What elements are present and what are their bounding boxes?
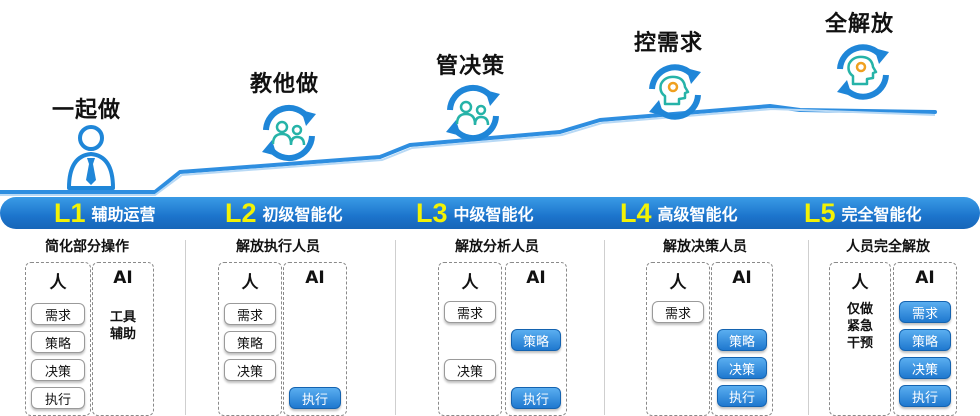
level-name: 初级智能化 bbox=[262, 205, 343, 224]
human-column: 人 需求 策略 决策 bbox=[218, 262, 282, 416]
stage-subtitle: 解放执行人员 bbox=[236, 239, 320, 255]
stage-title: 管决策 bbox=[436, 54, 506, 79]
task-pill: 执行 bbox=[31, 387, 85, 409]
ai-column: AI 策略 决策 执行 bbox=[711, 262, 773, 416]
stage-subtitle: 解放决策人员 bbox=[663, 239, 747, 255]
ai-column: AI 工具 辅助 bbox=[92, 262, 154, 416]
task-pill: 决策 bbox=[717, 357, 767, 379]
level-name: 完全智能化 bbox=[841, 205, 922, 224]
task-pill: 需求 bbox=[31, 303, 85, 325]
level-label: L3 bbox=[416, 197, 448, 228]
stage-subtitle: 简化部分操作 bbox=[45, 239, 129, 255]
cycle-people-icon bbox=[256, 100, 322, 170]
task-pill: 需求 bbox=[899, 301, 951, 323]
column-title: AI bbox=[526, 268, 546, 288]
column-title: AI bbox=[915, 268, 935, 288]
staircase-line bbox=[0, 104, 937, 196]
band-item-l4: L4 高级智能化 bbox=[620, 197, 738, 229]
column-title: AI bbox=[113, 268, 133, 288]
ai-column: AI 执行 bbox=[283, 262, 347, 416]
human-column: 人 需求 bbox=[646, 262, 710, 416]
column-title: AI bbox=[305, 268, 325, 288]
cycle-gear-head-icon bbox=[643, 60, 707, 128]
column-title: 人 bbox=[241, 273, 259, 293]
task-pill: 执行 bbox=[511, 387, 561, 409]
stage-title: 一起做 bbox=[52, 98, 122, 123]
column-title: 人 bbox=[49, 273, 67, 293]
task-pill: 执行 bbox=[289, 387, 341, 409]
cycle-people-icon bbox=[440, 80, 506, 150]
task-pill: 执行 bbox=[717, 385, 767, 407]
ai-column: AI 策略 执行 bbox=[505, 262, 567, 416]
band-item-l3: L3 中级智能化 bbox=[416, 197, 534, 229]
task-pill: 决策 bbox=[224, 359, 276, 381]
human-note: 干预 bbox=[846, 336, 873, 351]
divider bbox=[185, 240, 186, 415]
stage-title: 全解放 bbox=[825, 12, 895, 37]
column-title: 人 bbox=[851, 273, 869, 293]
level-label: L4 bbox=[620, 197, 652, 228]
task-pill: 策略 bbox=[717, 329, 767, 351]
cycle-gear-head-icon bbox=[831, 40, 895, 108]
band-item-l2: L2 初级智能化 bbox=[225, 197, 343, 229]
ai-note: 辅助 bbox=[109, 327, 136, 342]
task-pill: 策略 bbox=[31, 331, 85, 353]
column-title: 人 bbox=[461, 273, 479, 293]
level-label: L5 bbox=[804, 197, 836, 228]
stage-title: 控需求 bbox=[634, 31, 704, 56]
ai-column: AI 需求 策略 决策 执行 bbox=[893, 262, 957, 416]
human-column: 人 需求 决策 bbox=[438, 262, 502, 416]
task-pill: 策略 bbox=[224, 331, 276, 353]
task-pill: 决策 bbox=[899, 357, 951, 379]
task-pill: 决策 bbox=[444, 359, 496, 381]
stage-subtitle: 人员完全解放 bbox=[846, 239, 930, 255]
stage-subtitle: 解放分析人员 bbox=[455, 239, 539, 255]
human-column: 人 需求 策略 决策 执行 bbox=[25, 262, 91, 416]
task-pill: 决策 bbox=[31, 359, 85, 381]
human-note: 仅做 bbox=[846, 302, 873, 317]
band-item-l5: L5 完全智能化 bbox=[804, 197, 922, 229]
level-name: 高级智能化 bbox=[657, 205, 738, 224]
task-pill: 需求 bbox=[224, 303, 276, 325]
person-icon bbox=[63, 122, 119, 196]
level-label: L1 bbox=[54, 197, 86, 228]
task-pill: 执行 bbox=[899, 385, 951, 407]
column-title: 人 bbox=[669, 273, 687, 293]
divider bbox=[395, 240, 396, 415]
task-pill: 需求 bbox=[652, 301, 704, 323]
human-note: 紧急 bbox=[846, 319, 873, 334]
ai-note: 工具 bbox=[109, 310, 136, 325]
divider bbox=[808, 240, 809, 415]
level-band bbox=[0, 197, 980, 229]
task-pill: 策略 bbox=[899, 329, 951, 351]
task-pill: 需求 bbox=[444, 301, 496, 323]
divider bbox=[604, 240, 605, 415]
human-column: 人 仅做 紧急 干预 bbox=[829, 262, 891, 416]
band-item-l1: L1 辅助运营 bbox=[54, 197, 156, 229]
column-title: AI bbox=[732, 268, 752, 288]
level-name: 辅助运营 bbox=[91, 205, 156, 224]
level-name: 中级智能化 bbox=[453, 205, 534, 224]
level-label: L2 bbox=[225, 197, 257, 228]
task-pill: 策略 bbox=[511, 329, 561, 351]
stage-title: 教他做 bbox=[250, 72, 320, 97]
